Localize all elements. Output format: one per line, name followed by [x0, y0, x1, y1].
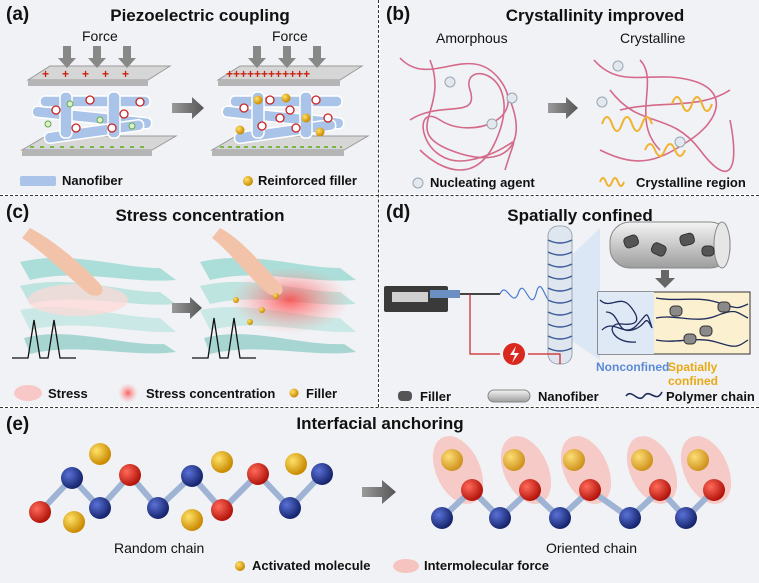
nucleating-agent-legend-icon	[412, 177, 424, 189]
crystalline-helices	[601, 96, 713, 157]
oriented-chain-label: Oriented chain	[546, 540, 638, 556]
nanofiber-legend-icon	[20, 176, 56, 186]
panel-c-graphic	[12, 228, 356, 403]
intermolecular-force-legend-icon	[393, 559, 419, 573]
panel-a-title: Piezoelectric coupling	[110, 6, 290, 25]
panel-a-graphic: + + + + + ++++++++++++	[20, 46, 370, 186]
force-label-left: Force	[82, 28, 118, 44]
crystalline-region-legend-label: Crystalline region	[636, 175, 746, 190]
stress-legend-icon	[14, 385, 42, 401]
panel-e-graphic	[29, 436, 732, 573]
nanofiber-d-legend-label: Nanofiber	[538, 389, 599, 404]
nucleating-agent-legend-label: Nucleating agent	[430, 175, 535, 190]
filler-legend-icon	[243, 176, 253, 186]
panel-c-title: Stress concentration	[115, 206, 285, 225]
svg-text:+: +	[102, 67, 109, 81]
panel-d-graphic	[384, 221, 751, 403]
panel-b-title: Crystallinity improved	[505, 6, 685, 25]
svg-text:+: +	[122, 67, 129, 81]
divider-top	[0, 195, 759, 196]
svg-text:++++++++++++: ++++++++++++	[226, 67, 310, 81]
spatially-confined-label: Spatially confined	[668, 360, 718, 388]
panel-e-label: (e)	[6, 414, 30, 435]
panel-e-title: Interfacial anchoring	[296, 414, 464, 433]
nanofiber-legend-label: Nanofiber	[62, 173, 123, 188]
filler-c-legend-label: Filler	[306, 386, 338, 401]
nanofiber-d-legend-icon	[487, 389, 531, 403]
panel-b-graphic	[399, 57, 735, 172]
stress-legend-label: Stress	[48, 386, 88, 401]
stress-concentration-legend-label: Stress concentration	[146, 386, 276, 401]
polymer-chain-legend-label: Polymer chain	[666, 389, 755, 404]
stress-concentration-legend-icon	[118, 383, 138, 403]
intermolecular-force-legend-label: Intermolecular force	[424, 558, 549, 573]
panel-a-label: (a)	[6, 4, 30, 25]
force-label-right: Force	[272, 28, 308, 44]
panel-b-label: (b)	[386, 4, 411, 25]
panel-c-label: (c)	[6, 202, 30, 223]
divider-bottom	[0, 407, 759, 408]
amorphous-label: Amorphous	[436, 30, 508, 46]
reinforced-filler-legend-label: Reinforced filler	[258, 173, 357, 188]
svg-text:+: +	[42, 67, 49, 81]
panel-d-label: (d)	[386, 202, 411, 223]
filler-d-legend-label: Filler	[420, 389, 452, 404]
svg-text:+: +	[82, 67, 89, 81]
svg-text:+: +	[62, 67, 69, 81]
crystalline-legend-icon	[599, 177, 625, 187]
crystalline-label: Crystalline	[620, 30, 686, 46]
random-chain-label: Random chain	[114, 540, 205, 556]
filler-c-legend-icon	[289, 388, 299, 398]
nonconfined-label: Nonconfined	[596, 360, 670, 374]
panel-d-title: Spatially confined	[507, 206, 653, 225]
filler-d-legend-icon	[398, 391, 412, 401]
polymer-chain-legend-icon	[625, 391, 663, 400]
activated-molecule-legend-label: Activated molecule	[252, 558, 371, 573]
activated-molecule-legend-icon	[235, 561, 245, 571]
divider-vertical	[378, 0, 379, 407]
